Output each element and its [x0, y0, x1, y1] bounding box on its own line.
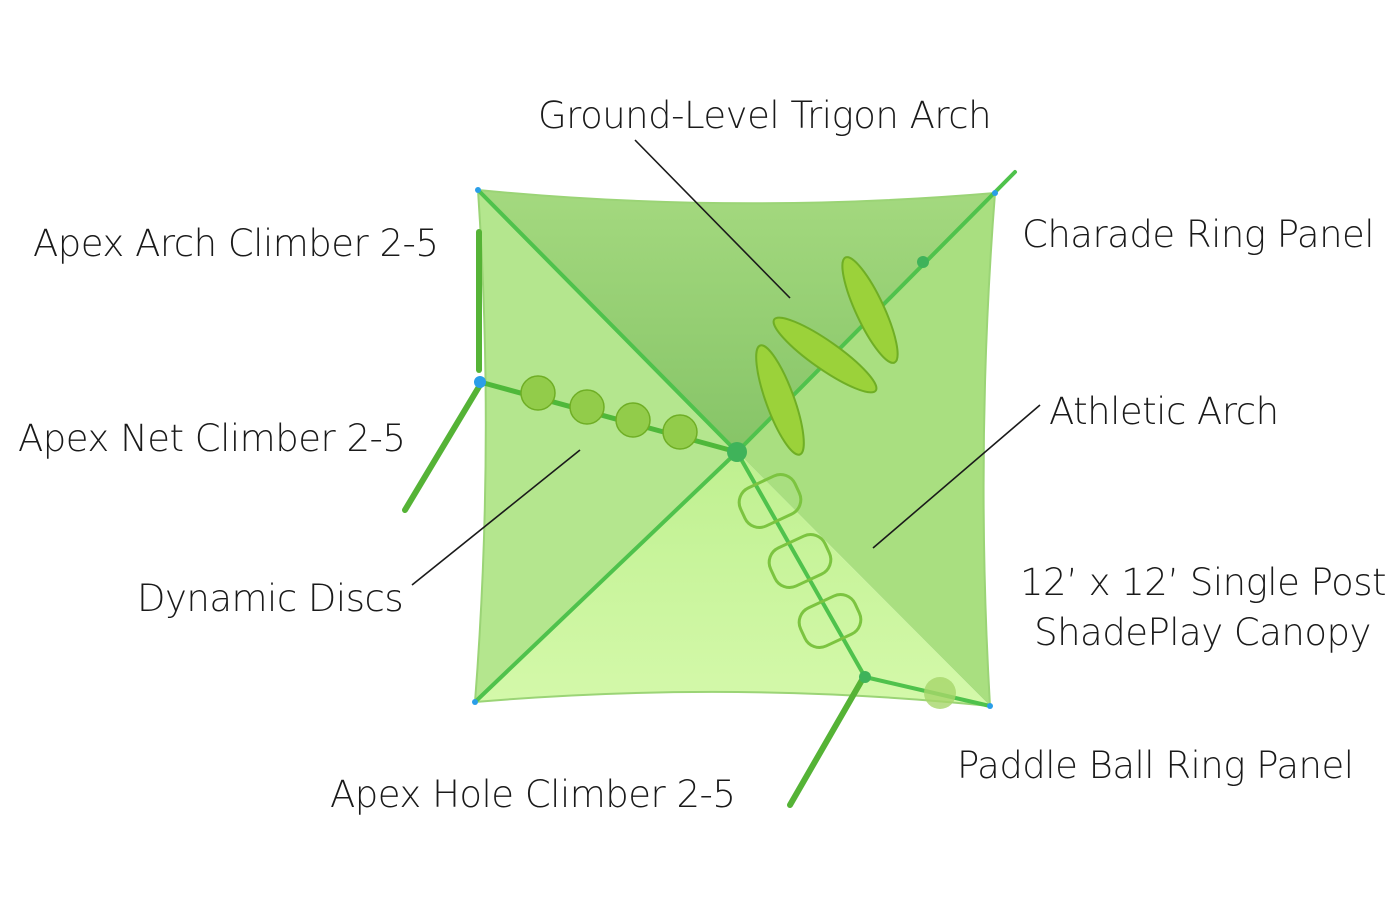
label-ground-level-trigon-arch: Ground-Level Trigon Arch	[538, 94, 992, 137]
paddle-ball-ring-panel	[924, 677, 956, 709]
label-canopy-line2: ShadePlay Canopy	[1034, 611, 1371, 654]
label-apex-arch-climber: Apex Arch Climber 2-5	[33, 222, 439, 265]
shade-canopy	[473, 188, 997, 708]
label-canopy-line1: 12’ x 12’ Single Post	[1020, 561, 1387, 604]
label-charade-ring-panel: Charade Ring Panel	[1022, 213, 1375, 256]
label-apex-net-climber: Apex Net Climber 2-5	[18, 417, 406, 460]
leader-lines	[411, 139, 1041, 586]
canopy-bottom-panel	[475, 452, 990, 706]
label-athletic-arch: Athletic Arch	[1049, 390, 1279, 433]
athletic-arch-rings	[737, 473, 863, 649]
apex-hole-climber	[787, 677, 865, 808]
apex-net-climber	[402, 382, 483, 513]
frame-joints	[472, 187, 998, 709]
canopy-left-panel	[475, 190, 737, 702]
dynamic-discs	[479, 375, 738, 455]
label-dynamic-discs: Dynamic Discs	[137, 577, 404, 620]
canopy-top-panel	[478, 190, 995, 452]
label-apex-hole-climber: Apex Hole Climber 2-5	[330, 773, 736, 816]
trigon-arch-pods	[755, 256, 899, 456]
label-paddle-ball-ring-panel: Paddle Ball Ring Panel	[957, 744, 1354, 787]
canopy-right-panel	[737, 193, 995, 706]
